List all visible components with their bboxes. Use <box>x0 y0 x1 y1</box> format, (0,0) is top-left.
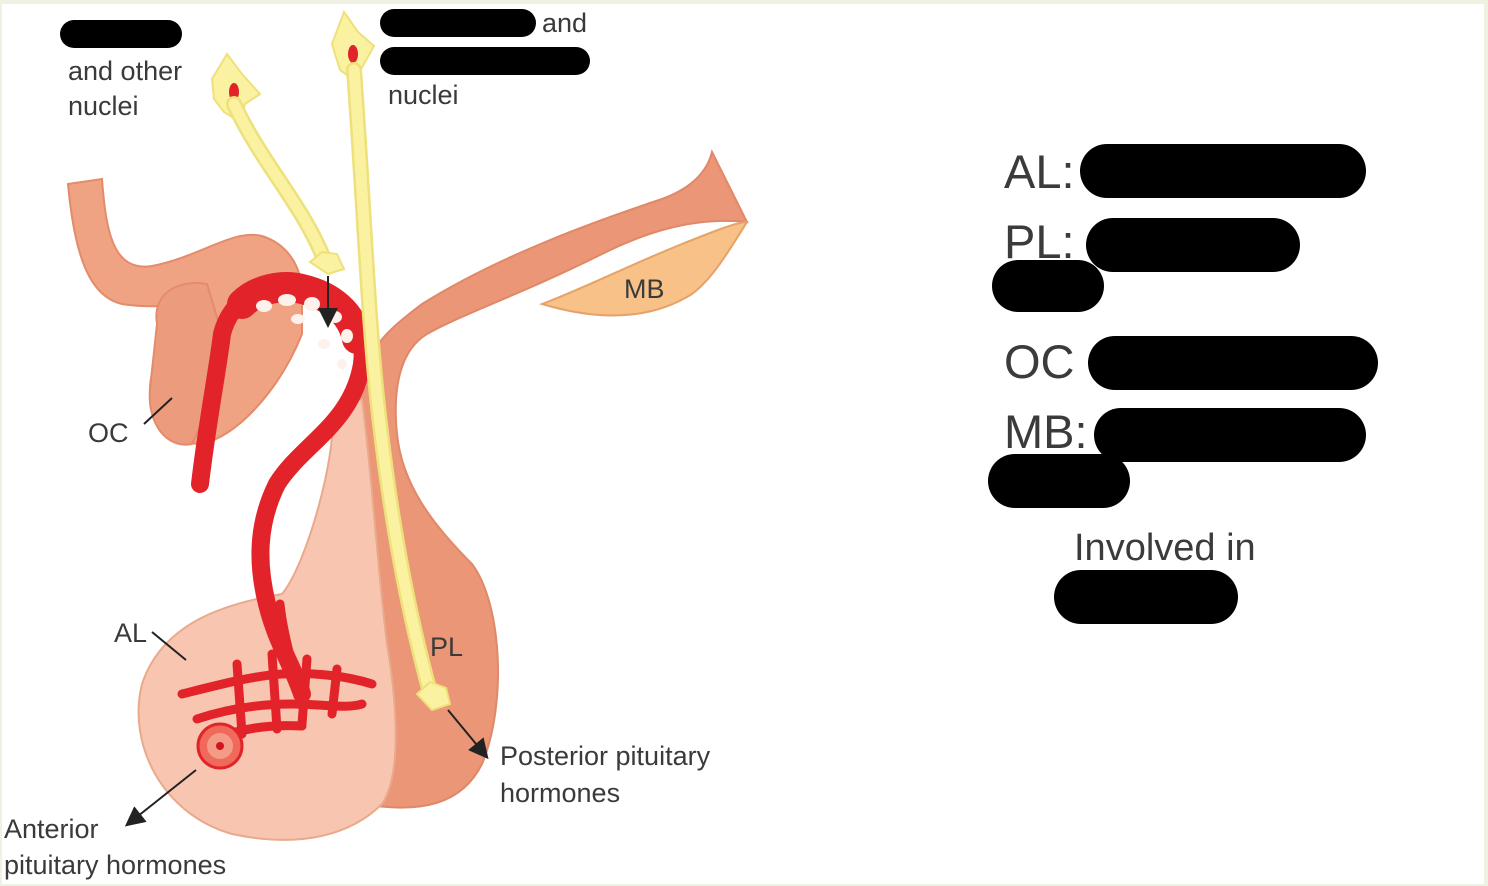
note-pl-label: PL: <box>1004 215 1075 268</box>
top-right-nuclei-and: and <box>542 8 588 38</box>
hypothalamus-tissue <box>66 177 303 446</box>
label-oc: OC <box>88 418 129 448</box>
label-mb: MB <box>624 274 665 304</box>
posterior-hormones-line1: Posterior pituitary <box>500 741 711 771</box>
anterior-hormones-line1: Anterior <box>4 814 99 844</box>
brainstem-tissue <box>355 149 749 809</box>
neuron-right <box>330 9 452 712</box>
posterior-hormones-line2: hormones <box>500 778 621 808</box>
top-left-nuclei-line2: nuclei <box>68 91 139 121</box>
note-mb-label: MB: <box>1004 405 1088 458</box>
label-al: AL <box>114 618 148 648</box>
anterior-hormones-line2: pituitary hormones <box>4 850 227 880</box>
redaction-box <box>1080 144 1366 198</box>
portal-vessels <box>191 272 372 703</box>
redaction-box <box>988 454 1130 508</box>
redaction-box <box>992 260 1104 312</box>
redaction-box <box>60 20 182 48</box>
mamillary-body-shape <box>538 220 749 317</box>
slide: and other nuclei and nuclei OC MB AL PL … <box>2 4 1484 884</box>
top-left-nuclei-line1: and other <box>68 56 183 86</box>
redaction-box <box>1054 570 1238 624</box>
redaction-box <box>380 9 536 37</box>
note-al-label: AL: <box>1004 145 1075 198</box>
top-right-nuclei-line3: nuclei <box>388 80 459 110</box>
secondary-plexus <box>177 599 377 744</box>
redaction-box <box>1094 408 1366 462</box>
redaction-box <box>380 47 590 75</box>
leader-lines <box>124 397 489 827</box>
label-pl: PL <box>430 632 464 662</box>
redaction-box <box>1086 218 1300 272</box>
note-oc-label: OC <box>1004 335 1075 388</box>
hypothalamus-pituitary-diagram <box>66 9 749 841</box>
redaction-box <box>1088 336 1378 390</box>
neuron-left <box>210 52 346 328</box>
note-involved-label: Involved in <box>1074 527 1256 569</box>
